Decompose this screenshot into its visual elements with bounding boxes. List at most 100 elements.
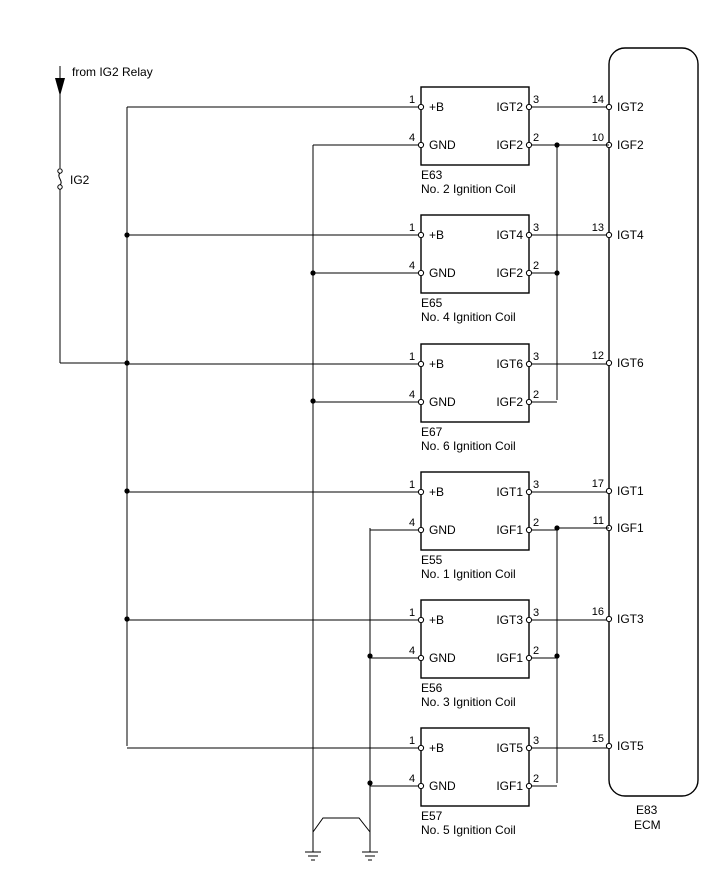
plus-b-label: +B (429, 741, 444, 755)
ecm-box (608, 47, 699, 797)
terminal-icon (605, 359, 613, 367)
ecm-pin-label: IGF1 (617, 521, 644, 535)
ecm-name: ECM (634, 818, 661, 832)
pin-number-igt: 3 (533, 222, 539, 234)
ground-icon (305, 851, 321, 861)
pin-number-igt: 3 (533, 351, 539, 363)
coil-name: No. 5 Ignition Coil (421, 823, 516, 837)
ecm-pin-number: 13 (592, 222, 604, 234)
arrow-down-icon (55, 78, 65, 96)
coil-connector: E67 (421, 425, 443, 439)
coil-name: No. 3 Ignition Coil (421, 695, 516, 709)
coil-name: No. 1 Ignition Coil (421, 567, 516, 581)
gnd-label: GND (429, 266, 456, 280)
terminal-icon (417, 526, 425, 534)
pin-number-igt: 3 (533, 735, 539, 747)
terminal-icon (605, 231, 613, 239)
pin-number-igt: 3 (533, 479, 539, 491)
pin-number-gnd: 4 (409, 132, 415, 144)
terminal-icon (525, 616, 533, 624)
igt-label: IGT5 (496, 741, 523, 755)
ecm-e83: E83 ECM (608, 47, 699, 832)
pin-number-igf: 2 (533, 645, 539, 657)
terminal-icon (417, 141, 425, 149)
ecm-pin-number: 15 (592, 733, 604, 745)
pin-number-gnd: 4 (409, 389, 415, 401)
ecm-pin-number: 17 (592, 478, 604, 490)
junction-dot (124, 488, 130, 494)
ecm-pin-label: IGT5 (617, 739, 644, 753)
gnd-label: GND (429, 395, 456, 409)
coil-connector: E55 (421, 553, 443, 567)
pin-number-igf: 2 (533, 517, 539, 529)
ecm-pin-label: IGT1 (617, 484, 644, 498)
terminal-icon (525, 654, 533, 662)
pin-number-igt: 3 (533, 607, 539, 619)
ecm-connector: E83 (636, 803, 658, 817)
terminal-icon (417, 616, 425, 624)
junction-dot (554, 142, 560, 148)
ecm-pin-label: IGT4 (617, 228, 644, 242)
junction-dot (310, 398, 316, 404)
coil-box (420, 599, 530, 679)
coil-box (420, 727, 530, 807)
terminal-icon (417, 269, 425, 277)
coil-connector: E63 (421, 168, 443, 182)
terminal-icon (525, 103, 533, 111)
pin-number-gnd: 4 (409, 260, 415, 272)
fuse-terminal-top (57, 168, 63, 174)
gnd-label: GND (429, 138, 456, 152)
terminal-icon (525, 141, 533, 149)
igf-label: IGF1 (496, 523, 523, 537)
pin-number-b: 1 (409, 607, 415, 619)
igt-label: IGT1 (496, 485, 523, 499)
terminal-icon (525, 526, 533, 534)
plus-b-label: +B (429, 357, 444, 371)
pin-number-gnd: 4 (409, 773, 415, 785)
terminal-icon (525, 231, 533, 239)
pin-number-igf: 2 (533, 389, 539, 401)
junction-dots (124, 142, 560, 786)
coil-connector: E56 (421, 681, 443, 695)
ecm-pin-number: 16 (592, 606, 604, 618)
junction-dot (554, 653, 560, 659)
ecm-pin-label: IGT2 (617, 100, 644, 114)
gnd-label: GND (429, 651, 456, 665)
pin-number-b: 1 (409, 351, 415, 363)
igt-label: IGT3 (496, 613, 523, 627)
coil-connector: E65 (421, 296, 443, 310)
junction-dot (124, 360, 130, 366)
junction-dot (124, 232, 130, 238)
igf-label: IGF1 (496, 779, 523, 793)
pin-number-igf: 2 (533, 260, 539, 272)
source-label: from IG2 Relay (72, 65, 153, 79)
pin-number-b: 1 (409, 222, 415, 234)
pin-number-gnd: 4 (409, 517, 415, 529)
ground-shield-link (312, 817, 371, 834)
junction-dot (554, 525, 560, 531)
coil-name: No. 6 Ignition Coil (421, 439, 516, 453)
pin-number-b: 1 (409, 94, 415, 106)
coil-connector: E57 (421, 809, 443, 823)
igf-label: IGF2 (496, 138, 523, 152)
terminal-icon (417, 398, 425, 406)
junction-dot (367, 780, 373, 786)
terminal-icon (417, 231, 425, 239)
plus-b-label: +B (429, 485, 444, 499)
terminal-icon (605, 742, 613, 750)
igt-label: IGT2 (496, 100, 523, 114)
terminal-icon (417, 488, 425, 496)
